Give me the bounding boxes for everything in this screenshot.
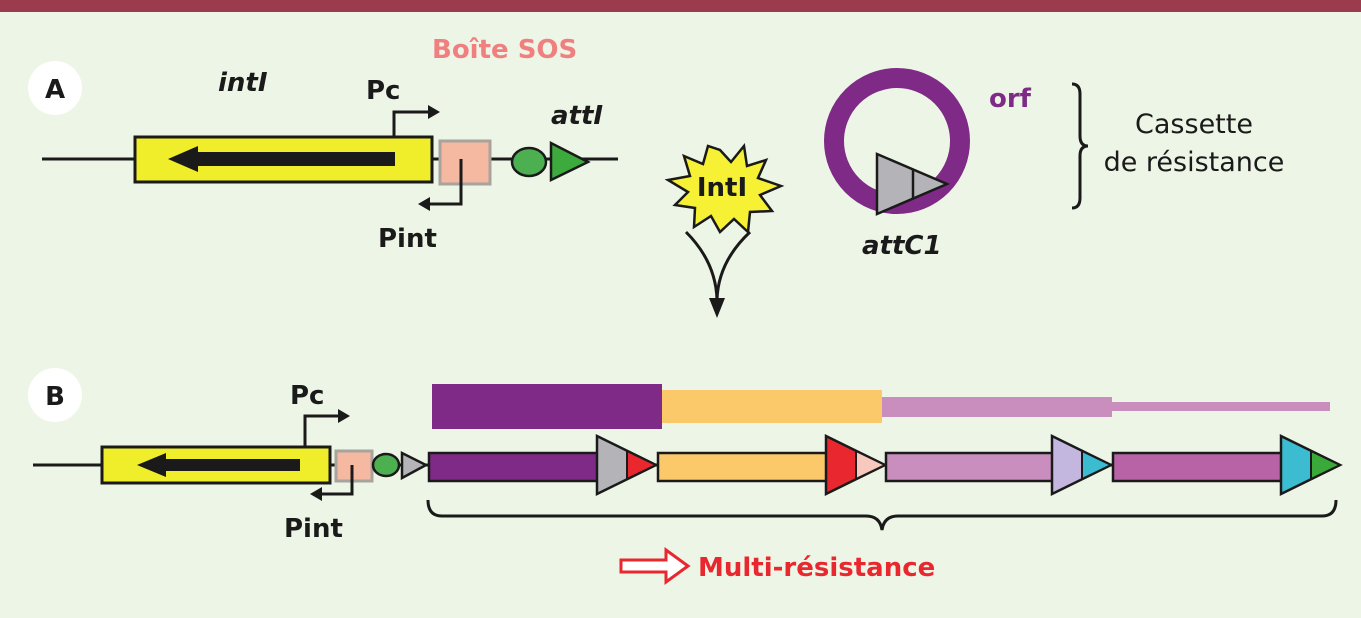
panel-a-letter: A	[45, 75, 65, 105]
sos-box-label: Boîte SOS	[432, 35, 577, 65]
cassette-3-att-tip	[1081, 449, 1114, 481]
pint-promoter-arrow-a	[428, 159, 463, 206]
cassette-ring-group: orf attC1 Cassette de résistance	[824, 68, 1285, 261]
atti-circle	[510, 146, 548, 178]
expression-bar-lilac-thin	[1112, 402, 1330, 411]
cassette-4-att-tip	[1310, 449, 1343, 481]
cassette-2-box	[656, 451, 830, 483]
expression-bar-purple	[432, 384, 662, 429]
pc-promoter-head-a	[428, 105, 440, 119]
integrase-label: IntI	[697, 173, 747, 203]
inti-gene-label: intI	[218, 68, 268, 98]
panel-b-badge	[28, 368, 82, 422]
pint-label-a: Pint	[378, 224, 437, 254]
inti-gene-arrowhead	[168, 146, 198, 172]
expression-bar-lilac	[882, 397, 1112, 417]
atti-circle-b	[371, 452, 401, 478]
cassette-brace	[1071, 82, 1089, 210]
inti-gene-arrow	[190, 152, 395, 166]
pint-promoter-head-b	[310, 487, 322, 501]
integrase-group: IntI	[664, 143, 785, 318]
header-bar	[0, 0, 1361, 12]
cassette-1-box	[427, 451, 601, 483]
multiresistance-arrow	[619, 547, 691, 585]
pint-promoter-head-a	[418, 197, 430, 211]
orf-label: orf	[989, 84, 1032, 114]
panel-b-letter: B	[45, 382, 65, 412]
integrase-merge-right	[715, 230, 752, 301]
pc-label-a: Pc	[366, 76, 400, 106]
atti-triangle-b	[400, 450, 429, 481]
atti-triangle	[549, 140, 591, 182]
cassette-4-box	[1111, 451, 1285, 483]
integrase-down-arrowhead	[709, 298, 725, 318]
cassette-1-att-tip	[626, 449, 659, 481]
integrase-merge-left	[684, 230, 719, 301]
sos-box-b	[334, 449, 374, 483]
panel-a-badge	[28, 61, 82, 115]
panel-a: A intI Pc Boîte SOS Pint attI	[28, 35, 618, 254]
pc-promoter-arrow-b	[303, 414, 340, 447]
cassette-3-box	[884, 451, 1056, 483]
pc-promoter-arrow-a	[392, 110, 430, 137]
cassette-brace-line1: Cassette	[1135, 109, 1253, 140]
pc-label-b: Pc	[290, 381, 324, 411]
multiresistance-brace	[426, 499, 1338, 531]
cassette-2-att-tip	[855, 449, 888, 481]
pc-promoter-head-b	[338, 409, 350, 423]
pint-promoter-arrow-b	[320, 465, 354, 496]
integrase-star	[664, 143, 785, 235]
atti-label: attI	[551, 101, 603, 131]
panel-b: B Pc Pint	[28, 368, 1343, 585]
inti-gene-arrowhead-b	[137, 453, 166, 477]
cassette-brace-line2: de résistance	[1104, 147, 1285, 178]
inti-gene-arrow-b	[160, 459, 300, 471]
multiresistance-label: Multi-résistance	[698, 553, 935, 583]
pint-label-b: Pint	[284, 514, 343, 544]
sos-box	[438, 139, 492, 186]
attc1-label: attC1	[862, 231, 942, 261]
expression-bar-orange	[662, 390, 882, 423]
